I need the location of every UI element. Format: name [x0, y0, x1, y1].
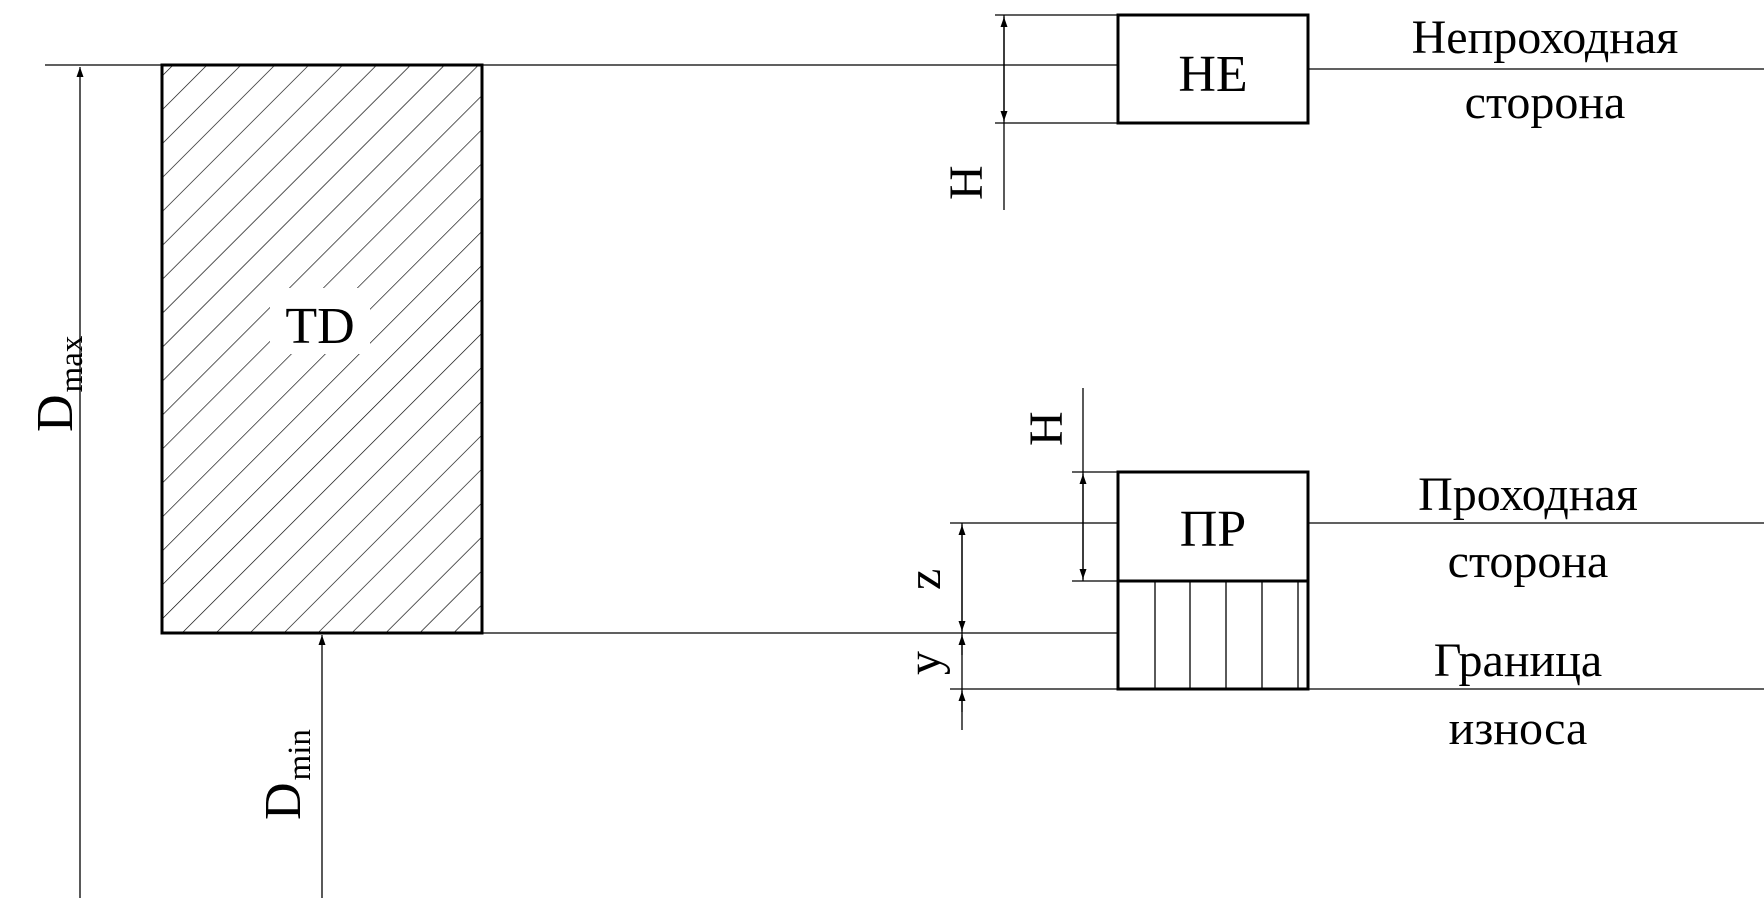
no-go-gauge: НЕ H Непроходная сторона: [940, 11, 1678, 210]
wear-caption-line2: износа: [1449, 702, 1588, 755]
go-caption-line2: сторона: [1448, 535, 1609, 588]
wear-caption-line1: Граница: [1434, 634, 1602, 687]
no-go-box: [1116, 13, 1310, 125]
go-h-label: H: [1020, 411, 1073, 446]
go-caption-line1: Проходная: [1418, 468, 1638, 521]
no-go-box-label: НЕ: [1178, 46, 1247, 103]
tolerance-field: TD: [160, 63, 484, 635]
no-go-h-label: H: [940, 165, 993, 200]
go-box-label: ПР: [1180, 501, 1246, 558]
dmin-label: Dmin: [255, 729, 318, 820]
wear-zone: Граница износа: [1116, 579, 1602, 755]
extension-lines: [45, 14, 1764, 690]
z-label: z: [898, 569, 951, 590]
no-go-caption-line1: Непроходная: [1412, 11, 1679, 64]
td-label: TD: [285, 298, 354, 355]
dmax-label: Dmax: [27, 335, 90, 432]
z-y-dimensions: z y: [898, 523, 966, 730]
no-go-caption-line2: сторона: [1465, 76, 1626, 129]
wear-box: [1116, 579, 1310, 691]
dmax-dimension: Dmax: [27, 67, 90, 898]
y-label: y: [898, 651, 951, 675]
go-box: [1116, 470, 1310, 583]
dmin-dimension: Dmin: [255, 635, 326, 898]
td-label-bg: [270, 288, 370, 354]
go-gauge: ПР H Проходная сторона: [1020, 388, 1638, 588]
